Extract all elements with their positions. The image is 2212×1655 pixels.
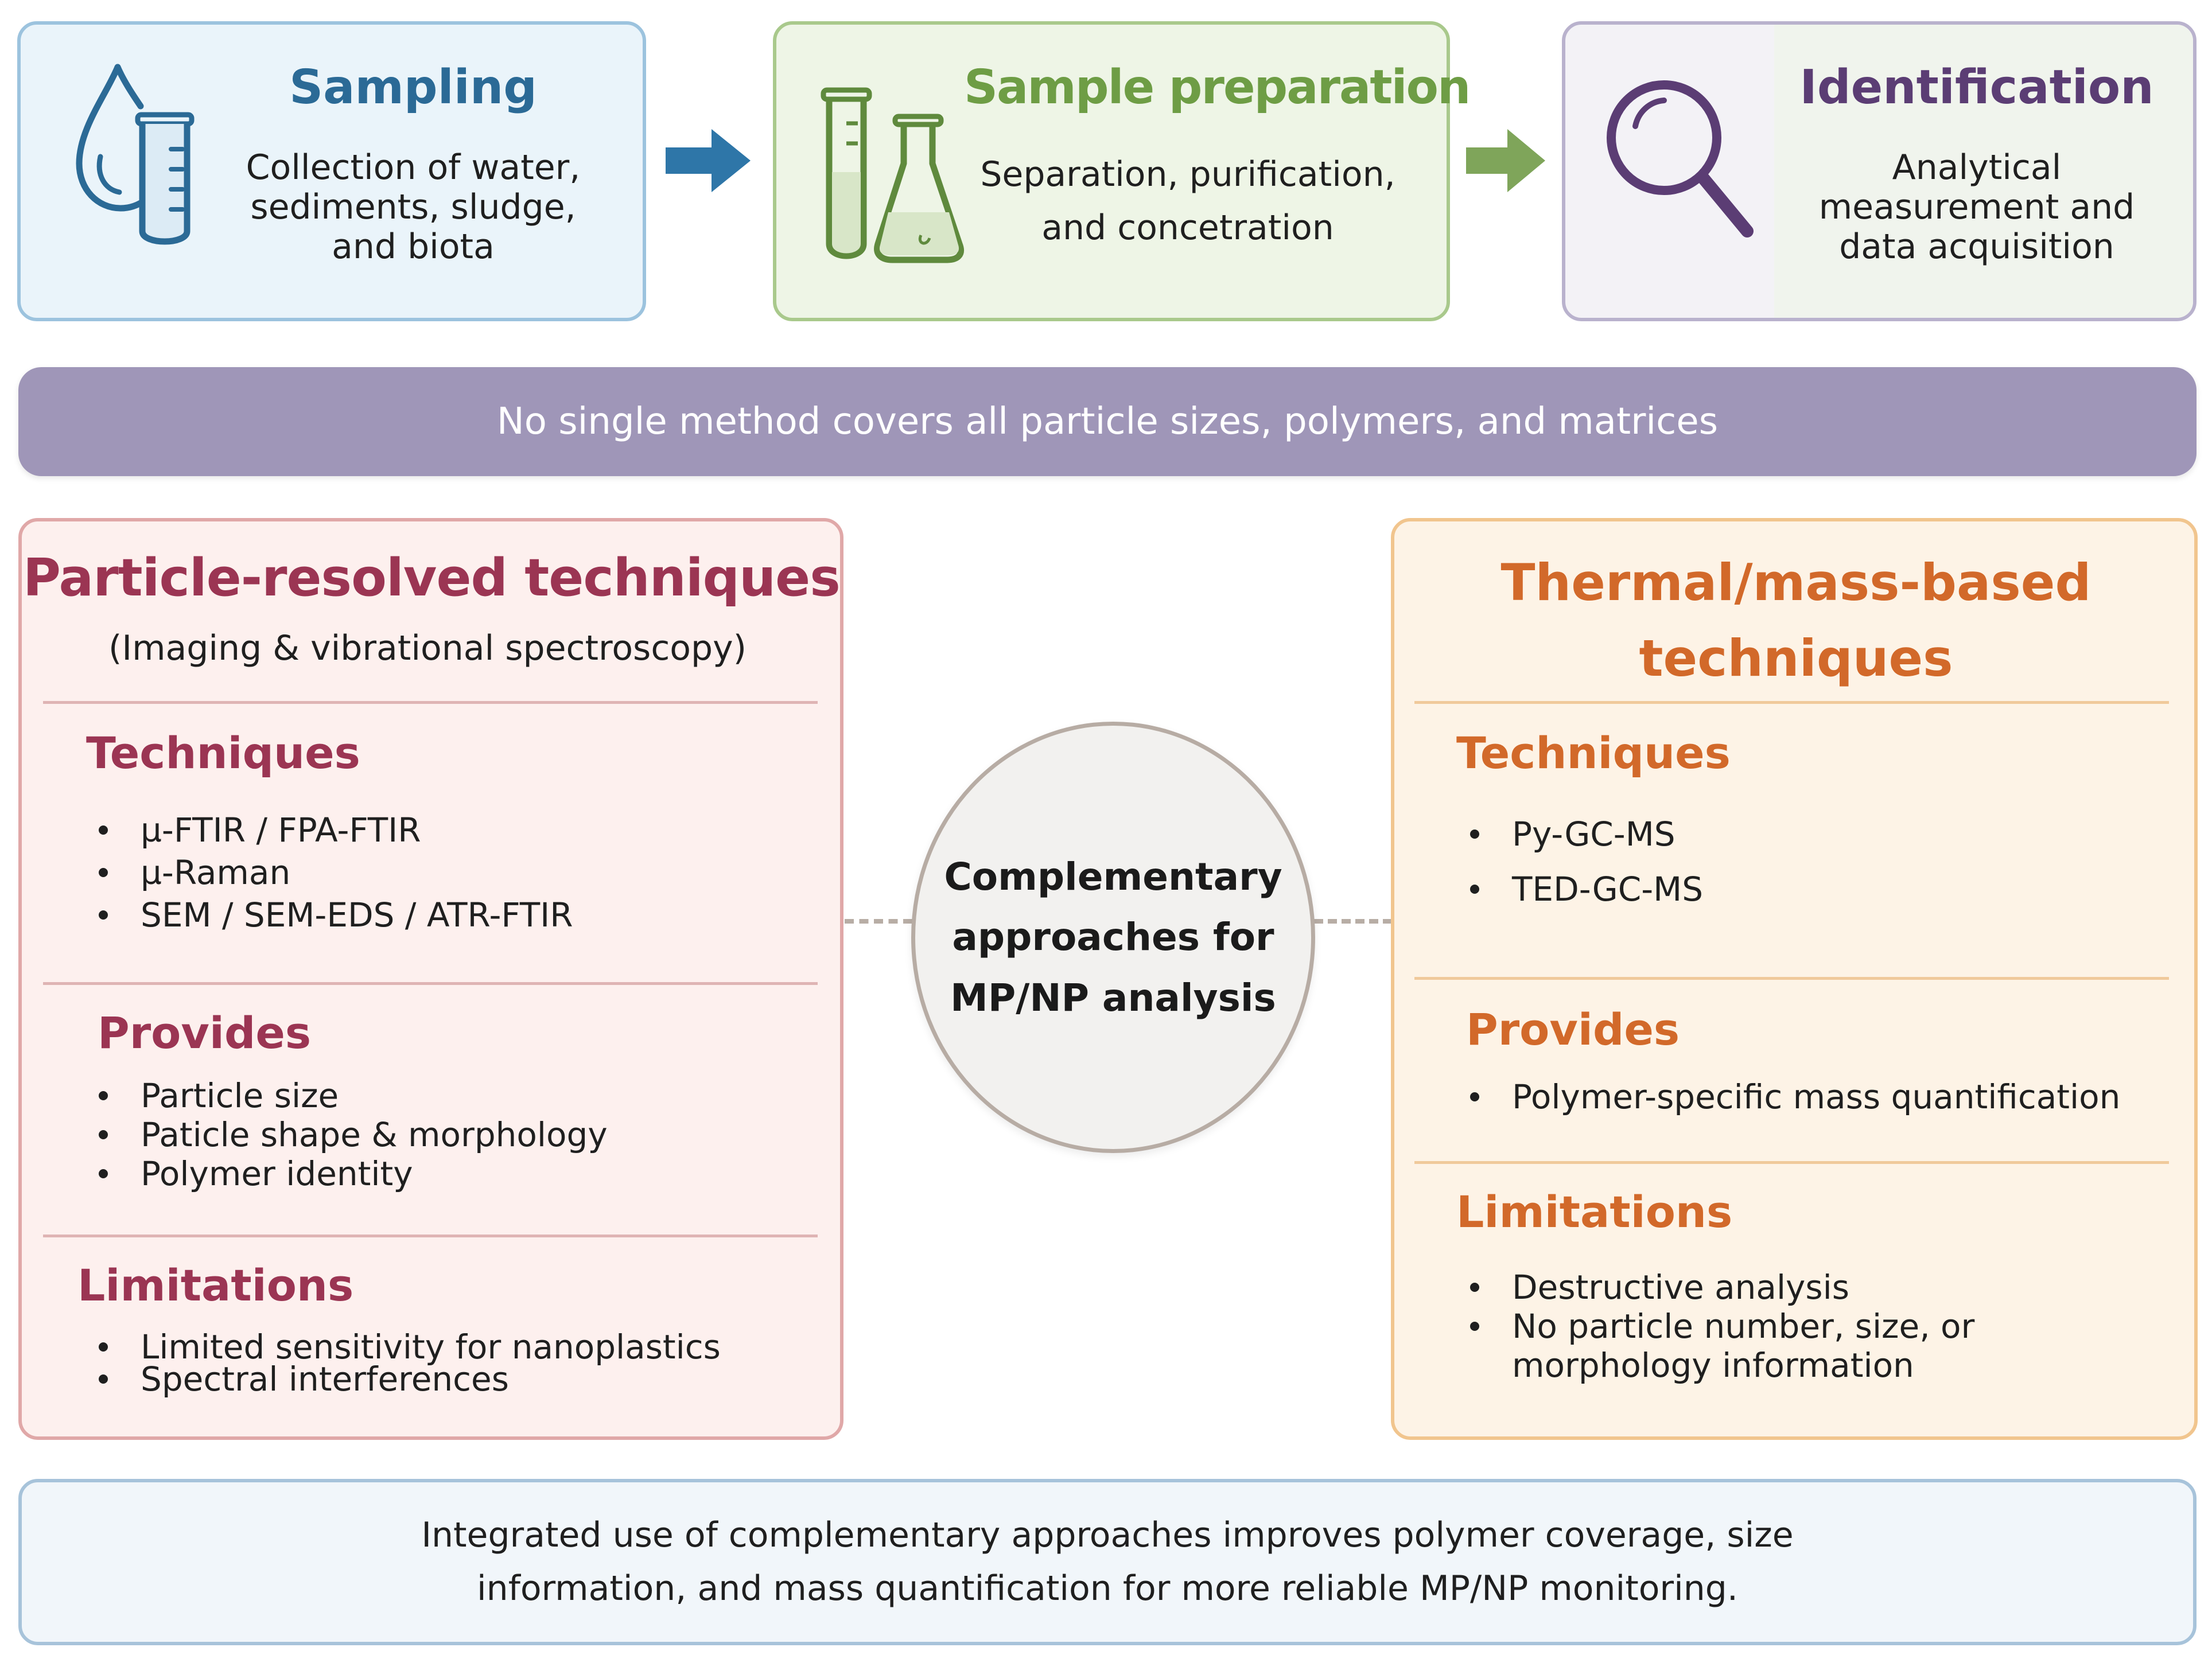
thermal-title-line-1: Thermal/mass-based [1500, 553, 2092, 612]
key-message-banner [18, 367, 2197, 476]
particle-resolved-panel [18, 518, 843, 1440]
list-item: Particle size [92, 1076, 608, 1115]
list-item: Destructive analysis [1463, 1268, 1974, 1307]
list-item: No particle number, size, or [1463, 1307, 1974, 1346]
divider [1414, 701, 2169, 704]
divider [43, 982, 818, 985]
list-item: Polymer identity [92, 1154, 608, 1193]
water-drop-test-tube-icon [69, 60, 207, 261]
particle-provides-heading: Provides [98, 1007, 312, 1058]
list-item: TED-GC-MS [1463, 862, 1703, 917]
list-item: µ-FTIR / FPA-FTIR [92, 809, 573, 851]
center-circle [911, 722, 1315, 1153]
center-line-2: approaches for [952, 915, 1274, 960]
arrow-right-icon [1466, 129, 1546, 192]
list-item: Py-GC-MS [1463, 807, 1703, 862]
magnifying-glass-icon [1601, 72, 1762, 244]
list-item: Spectral interferences [92, 1362, 721, 1396]
identification-title: Identification [1799, 60, 2154, 115]
sampling-description: Collection of water, sediments, sludge, … [246, 147, 581, 267]
sampling-title: Sampling [289, 60, 537, 115]
center-line-1: Complementary [944, 854, 1282, 899]
list-item: Limited sensitivity for nanoplastics [92, 1330, 721, 1364]
sample-preparation-step-box [773, 21, 1450, 321]
list-item: SEM / SEM-EDS / ATR-FTIR [92, 894, 573, 936]
particle-panel-subtitle: (Imaging & vibrational spectroscopy) [108, 628, 747, 668]
divider [43, 701, 818, 704]
sample-preparation-title: Sample preparation [964, 60, 1471, 115]
banner-text: No single method covers all particle siz… [496, 400, 1719, 443]
thermal-provides-list: Polymer-specific mass quantification [1463, 1077, 2120, 1116]
test-tube-flask-icon [815, 77, 975, 267]
conclusion-line-1: Integrated use of complementary approach… [421, 1515, 1794, 1555]
divider [43, 1235, 818, 1237]
list-item: Polymer-specific mass quantification [1463, 1077, 2120, 1116]
conclusion-text: Integrated use of complementary approach… [18, 1479, 2197, 1645]
left-connector-line [845, 919, 912, 924]
center-line-3: MP/NP analysis [950, 975, 1276, 1020]
divider [1414, 1161, 2169, 1164]
thermal-title-line-2: techniques [1639, 629, 1953, 688]
list-item: µ-Raman [92, 851, 573, 894]
particle-techniques-list: µ-FTIR / FPA-FTIR µ-Raman SEM / SEM-EDS … [92, 809, 573, 936]
thermal-limitations-heading: Limitations [1456, 1186, 1733, 1237]
particle-limitations-list: Limited sensitivity for nanoplastics Spe… [92, 1330, 721, 1396]
list-item: morphology information [1512, 1346, 1914, 1385]
particle-limitations-heading: Limitations [77, 1260, 354, 1311]
thermal-limitations-list: Destructive analysis No particle number,… [1463, 1268, 1974, 1385]
thermal-provides-heading: Provides [1466, 1004, 1680, 1055]
thermal-techniques-heading: Techniques [1456, 727, 1731, 778]
divider [1414, 977, 2169, 980]
conclusion-line-2: information, and mass quantification for… [477, 1568, 1738, 1609]
particle-panel-title: Particle-resolved techniques [23, 548, 841, 608]
right-connector-line [1314, 919, 1392, 924]
thermal-techniques-list: Py-GC-MS TED-GC-MS [1463, 807, 1703, 917]
center-circle-text: Complementary approaches for MP/NP analy… [911, 722, 1315, 1153]
particle-techniques-heading: Techniques [86, 727, 360, 778]
particle-provides-list: Particle size Paticle shape & morphology… [92, 1076, 608, 1193]
conclusion-box [18, 1479, 2197, 1645]
list-item: Paticle shape & morphology [92, 1115, 608, 1154]
arrow-right-icon [666, 129, 752, 192]
identification-description: Analytical measurement and data acquisit… [1818, 147, 2135, 267]
sample-preparation-description: Separation, purification, and concetrati… [980, 154, 1395, 248]
identification-text-panel [1774, 25, 2193, 318]
thermal-panel-title: Thermal/mass-based techniques [1394, 545, 2198, 696]
